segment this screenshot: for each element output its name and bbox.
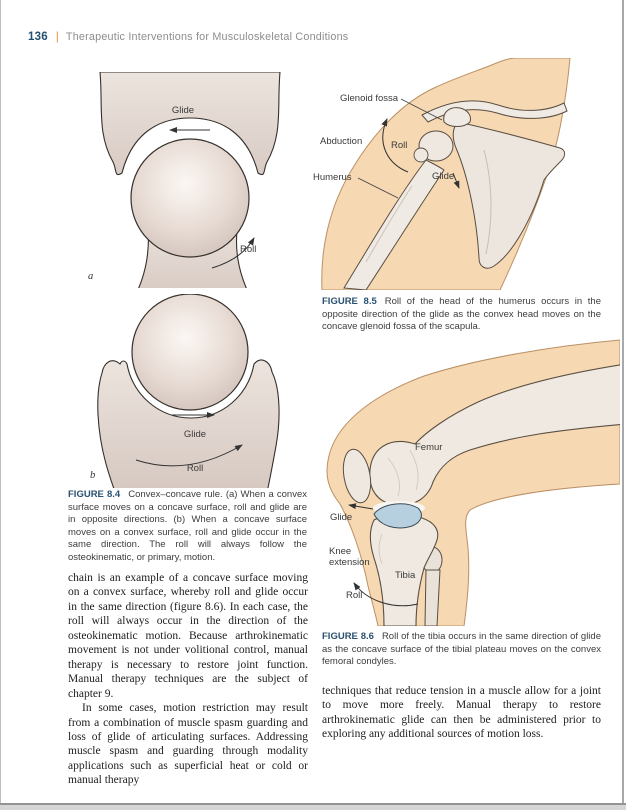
- roll-arrow: [381, 118, 409, 173]
- body-paragraph: chain is an example of a concave surface…: [68, 572, 308, 700]
- figure-8-6-knee-illustration: Femur Glide Knee extension Tibia Roll: [318, 338, 620, 626]
- roll-arrow: [353, 582, 419, 607]
- scapula-bone: [452, 121, 566, 269]
- page-number: 136: [28, 31, 48, 43]
- glide-label: Glide: [171, 105, 195, 116]
- figure-8-5-label: FIGURE 8.5: [322, 296, 377, 307]
- glide-label: Glide: [330, 512, 353, 523]
- roll-label: Roll: [186, 463, 204, 474]
- shoulder-anatomy-drawing: [321, 58, 571, 290]
- panel-letter-a: a: [88, 271, 94, 282]
- page-edge-bottom-shadow: [0, 805, 626, 810]
- femur-label: Femur: [415, 442, 443, 453]
- humerus-leader-line: [357, 177, 399, 199]
- glide-label: Glide: [183, 429, 207, 440]
- concave-socket-top: [99, 72, 281, 176]
- humerus-label: Humerus: [313, 172, 352, 183]
- figure-8-5-caption-text: Roll of the head of the humerus occurs i…: [322, 296, 601, 333]
- femur-bone: [369, 364, 620, 506]
- page-edge-bottom: [0, 803, 626, 805]
- convex-on-concave-diagram: [99, 72, 281, 288]
- right-text-column: techniques that reduce tension in a musc…: [322, 684, 601, 742]
- figure-8-6-caption-text: Roll of the tibia occurs in the same dir…: [322, 631, 601, 668]
- convex-ball: [131, 294, 249, 411]
- knee-anatomy-drawing: [326, 339, 620, 626]
- concave-on-convex-diagram: [97, 294, 280, 488]
- left-text-column: chain is an example of a concave surface…: [68, 571, 308, 788]
- roll-label: Roll: [346, 590, 363, 601]
- glenoid-fossa-leader-line: [400, 98, 443, 121]
- glenoid-fossa-label: Glenoid fossa: [340, 93, 399, 104]
- roll-arrow: [211, 237, 255, 269]
- glide-label: Glide: [432, 171, 455, 182]
- greater-tubercle-bone: [413, 147, 429, 163]
- femur-texture-line: [387, 449, 419, 497]
- acromion-bone: [443, 107, 471, 127]
- chapter-title: Therapeutic Interventions for Musculoske…: [65, 31, 349, 43]
- scapula-ridge-line: [483, 149, 492, 255]
- page-edge-right: [622, 0, 624, 810]
- clavicle-bone: [421, 100, 568, 123]
- figure-8-4-panel-a: Glide Roll a: [70, 72, 300, 288]
- figure-8-4-label: FIGURE 8.4: [68, 489, 121, 500]
- abduction-label: Abduction: [320, 136, 363, 147]
- roll-arrow: [135, 444, 243, 467]
- roll-label: Roll: [240, 244, 257, 255]
- figure-8-5-shoulder-illustration: Glenoid fossa Abduction Roll Humerus Gli…: [308, 58, 620, 290]
- glide-arrow: [348, 503, 374, 510]
- figure-8-4-caption-text: Convex–concave rule. (a) When a convex s…: [68, 489, 307, 563]
- convex-ball: [130, 138, 250, 258]
- body-paragraph: techniques that reduce tension in a musc…: [322, 685, 601, 741]
- tibia-label: Tibia: [395, 570, 416, 581]
- running-head: 136 | Therapeutic Interventions for Musc…: [28, 29, 348, 43]
- fibula-shaft-bone: [424, 569, 441, 626]
- page-edge-left: [0, 0, 1, 810]
- patella-bone: [342, 448, 372, 504]
- humerus-shaft-line: [365, 185, 413, 263]
- knee-extension-label: Knee extension: [329, 546, 370, 568]
- tibia-bone: [369, 513, 439, 626]
- roll-label: Roll: [391, 140, 408, 151]
- figure-8-4-panel-b: Glide Roll b: [70, 294, 300, 488]
- panel-letter-b: b: [90, 470, 96, 481]
- tibial-plateau-cartilage: [373, 503, 422, 529]
- tibia-texture-line: [378, 533, 383, 565]
- figure-8-6-label: FIGURE 8.6: [322, 631, 374, 642]
- body-paragraph: In some cases, motion restriction may re…: [68, 702, 308, 787]
- header-divider: |: [55, 29, 59, 43]
- glide-arrow: [452, 172, 460, 189]
- concave-socket-bottom: [97, 359, 280, 488]
